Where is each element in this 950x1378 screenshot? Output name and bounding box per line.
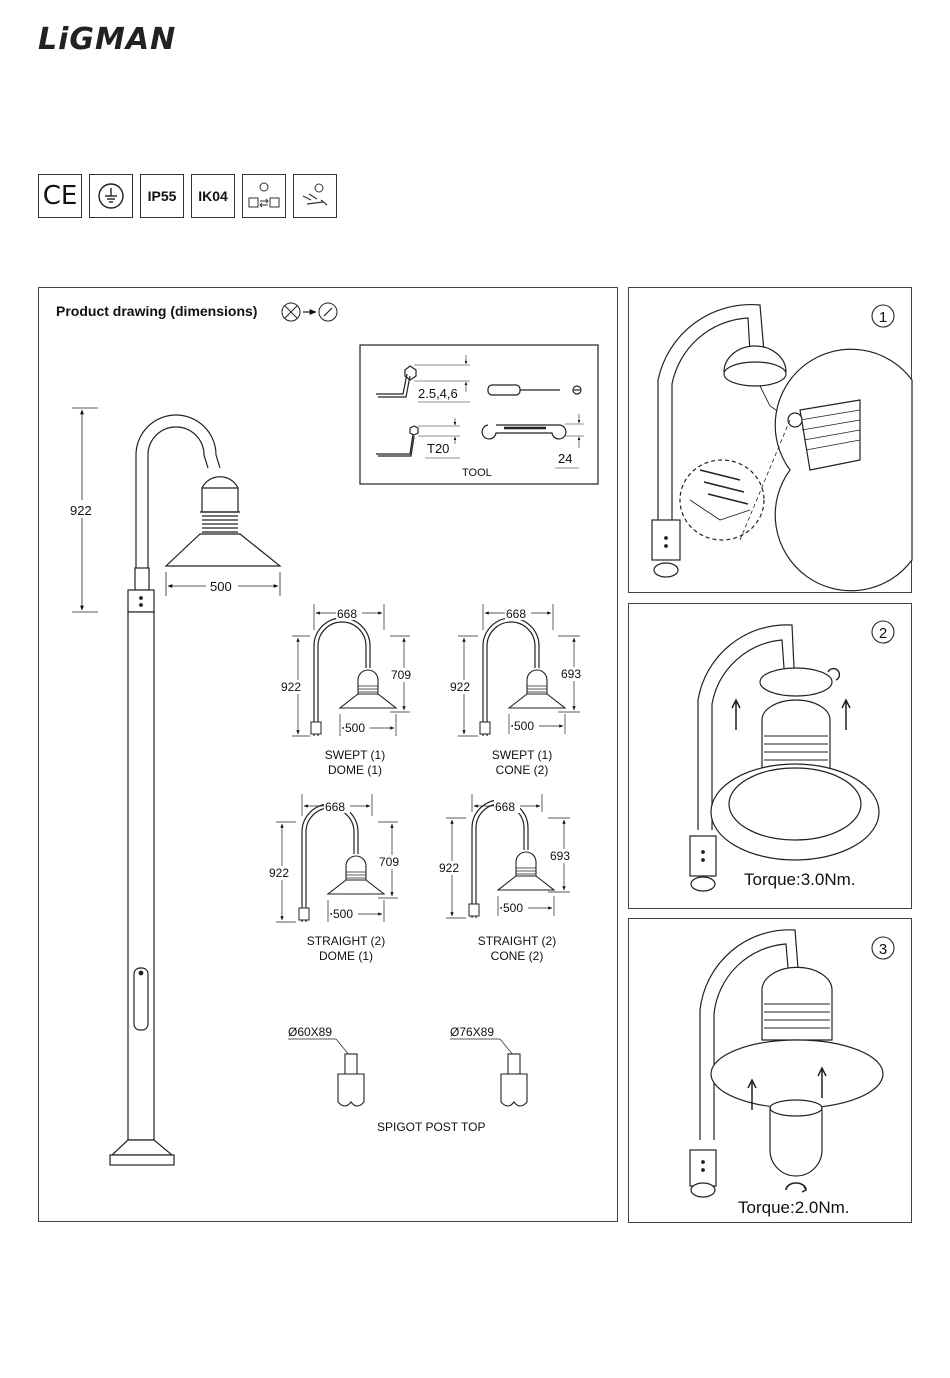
main-dimensions bbox=[72, 408, 280, 612]
variant-1-width: 668 bbox=[337, 607, 357, 621]
step-1-number: 1 bbox=[879, 309, 887, 326]
variant-3-line2: DOME (1) bbox=[319, 949, 373, 963]
variant-1-height: 922 bbox=[281, 680, 301, 694]
variant-2-base: 500 bbox=[514, 719, 534, 733]
variant-straight-cone: 668 922 693 500 STRAIGHT (2) CONE (2) bbox=[438, 794, 575, 963]
variant-2-lamp-height: 693 bbox=[561, 667, 581, 681]
variant-1-line1: SWEPT (1) bbox=[325, 748, 385, 762]
tool-box: 2.5,4,6 T20 24 TOOL bbox=[360, 345, 598, 484]
variant-4-height: 922 bbox=[439, 861, 459, 875]
variant-swept-cone: 668 922 693 500 SWEPT (1) CONE (2) bbox=[449, 604, 586, 777]
variant-3-lamp-height: 709 bbox=[379, 855, 399, 869]
tool-label: TOOL bbox=[462, 467, 492, 479]
variant-1-line2: DOME (1) bbox=[328, 763, 382, 777]
wrench-size-label: 24 bbox=[558, 451, 572, 466]
variant-3-line1: STRAIGHT (2) bbox=[307, 934, 385, 948]
variant-3-base: 500 bbox=[333, 907, 353, 921]
step-3-torque: Torque:2.0Nm. bbox=[738, 1198, 850, 1217]
variant-4-line2: CONE (2) bbox=[491, 949, 544, 963]
step-2-number: 2 bbox=[879, 625, 887, 642]
step-2-torque: Torque:3.0Nm. bbox=[744, 870, 856, 889]
step-3-number: 3 bbox=[879, 941, 887, 958]
main-height-label: 922 bbox=[70, 503, 92, 518]
spigot-drawings bbox=[288, 1039, 527, 1106]
variant-1-lamp-height: 709 bbox=[391, 668, 411, 682]
step-3-illustration bbox=[690, 930, 883, 1197]
variant-2-height: 922 bbox=[450, 680, 470, 694]
torx-label: T20 bbox=[427, 441, 449, 456]
step-1-illustration bbox=[652, 305, 912, 591]
variant-4-lamp-height: 693 bbox=[550, 849, 570, 863]
variant-4-width: 668 bbox=[495, 800, 515, 814]
main-post-drawing bbox=[110, 415, 280, 1165]
variant-3-width: 668 bbox=[325, 800, 345, 814]
spigot-caption: SPIGOT POST TOP bbox=[377, 1120, 485, 1134]
remove-install-icon bbox=[282, 303, 337, 321]
spigot-60-label: Ø60X89 bbox=[288, 1025, 332, 1039]
step-2-illustration bbox=[690, 625, 879, 891]
main-width-label: 500 bbox=[210, 579, 232, 594]
variant-3-height: 922 bbox=[269, 866, 289, 880]
variant-2-line2: CONE (2) bbox=[496, 763, 549, 777]
variant-straight-dome: 668 922 709 500 STRAIGHT (2) DOME (1) bbox=[268, 794, 404, 963]
hex-sizes-label: 2.5,4,6 bbox=[418, 386, 458, 401]
variant-2-width: 668 bbox=[506, 607, 526, 621]
spigot-76-label: Ø76X89 bbox=[450, 1025, 494, 1039]
variant-1-base: 500 bbox=[345, 721, 365, 735]
variant-2-line1: SWEPT (1) bbox=[492, 748, 552, 762]
variant-swept-dome: 668 922 709 500 SWEPT (1) DOME (1) bbox=[280, 604, 416, 777]
variant-4-base: 500 bbox=[503, 901, 523, 915]
variant-4-line1: STRAIGHT (2) bbox=[478, 934, 556, 948]
